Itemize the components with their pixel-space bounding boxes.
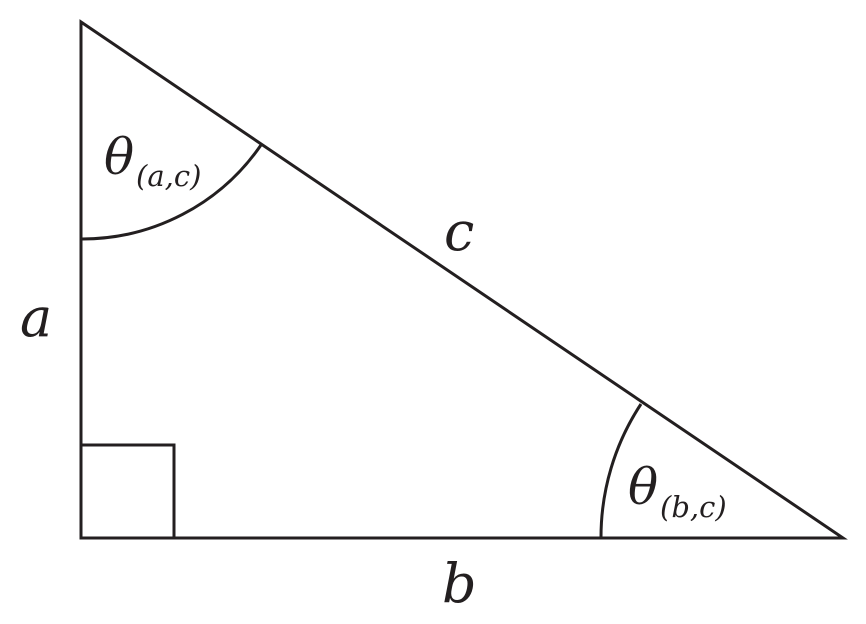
angle-label-b-c-symbol: θ: [628, 458, 658, 516]
angle-label-b-c-subscript: (b,c): [660, 490, 727, 524]
angle-label-a-c-symbol: θ: [104, 128, 134, 186]
triangle-outline: [79, 19, 848, 540]
angle-arc-b-c: [599, 403, 643, 539]
side-label-c: c: [444, 200, 474, 263]
side-label-a: a: [20, 286, 52, 349]
angle-label-a-c-subscript: (a,c): [136, 159, 201, 193]
angle-arc-a-c: [80, 144, 263, 241]
side-label-b: b: [442, 552, 477, 615]
right-angle-marker: [81, 443, 176, 538]
